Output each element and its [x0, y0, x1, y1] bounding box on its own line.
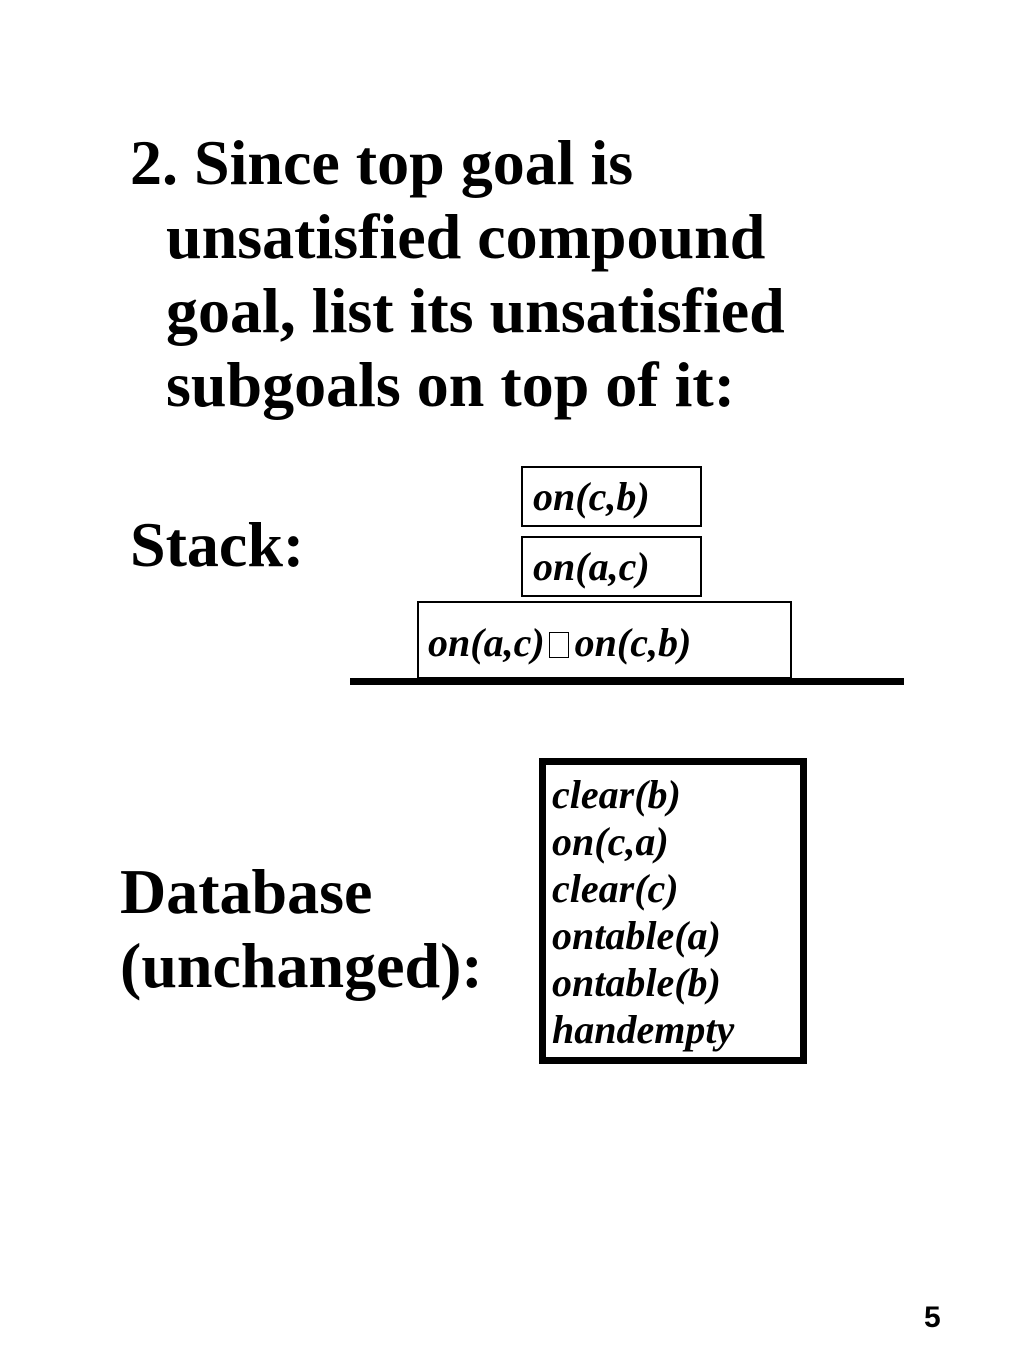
stack-label: Stack: [130, 509, 305, 580]
database-box: clear(b) on(c,a) clear(c) ontable(a) ont… [539, 758, 807, 1064]
database-label: Database (unchanged): [120, 855, 483, 1003]
database-item: handempty [552, 1007, 735, 1052]
compound-goal-left: on(a,c) [428, 620, 545, 665]
heading-line: 2. Since top goal is [130, 127, 634, 198]
compound-goal-right: on(c,b) [574, 620, 692, 665]
heading-line: goal, list its unsatisfied [166, 275, 785, 346]
missing-glyph-icon [548, 632, 569, 658]
slide-heading: 2. Since top goal is unsatisfied compoun… [130, 126, 930, 422]
database-item: on(c,a) [552, 819, 669, 864]
heading-line: subgoals on top of it: [166, 349, 735, 420]
stack-item-second: on(a,c) [521, 536, 702, 597]
stack-item-top: on(c,b) [521, 466, 702, 527]
stack-base-line [350, 678, 904, 685]
database-item: ontable(b) [552, 960, 721, 1005]
database-label-line1: Database [120, 856, 373, 927]
heading-line: unsatisfied compound [166, 201, 766, 272]
database-label-line2: (unchanged): [120, 930, 483, 1001]
database-item: clear(c) [552, 866, 679, 911]
stack-item-compound-goal: on(a,c) on(c,b) [417, 601, 792, 679]
page-number: 5 [924, 1301, 941, 1334]
database-item: ontable(a) [552, 913, 721, 958]
database-item: clear(b) [552, 772, 681, 817]
